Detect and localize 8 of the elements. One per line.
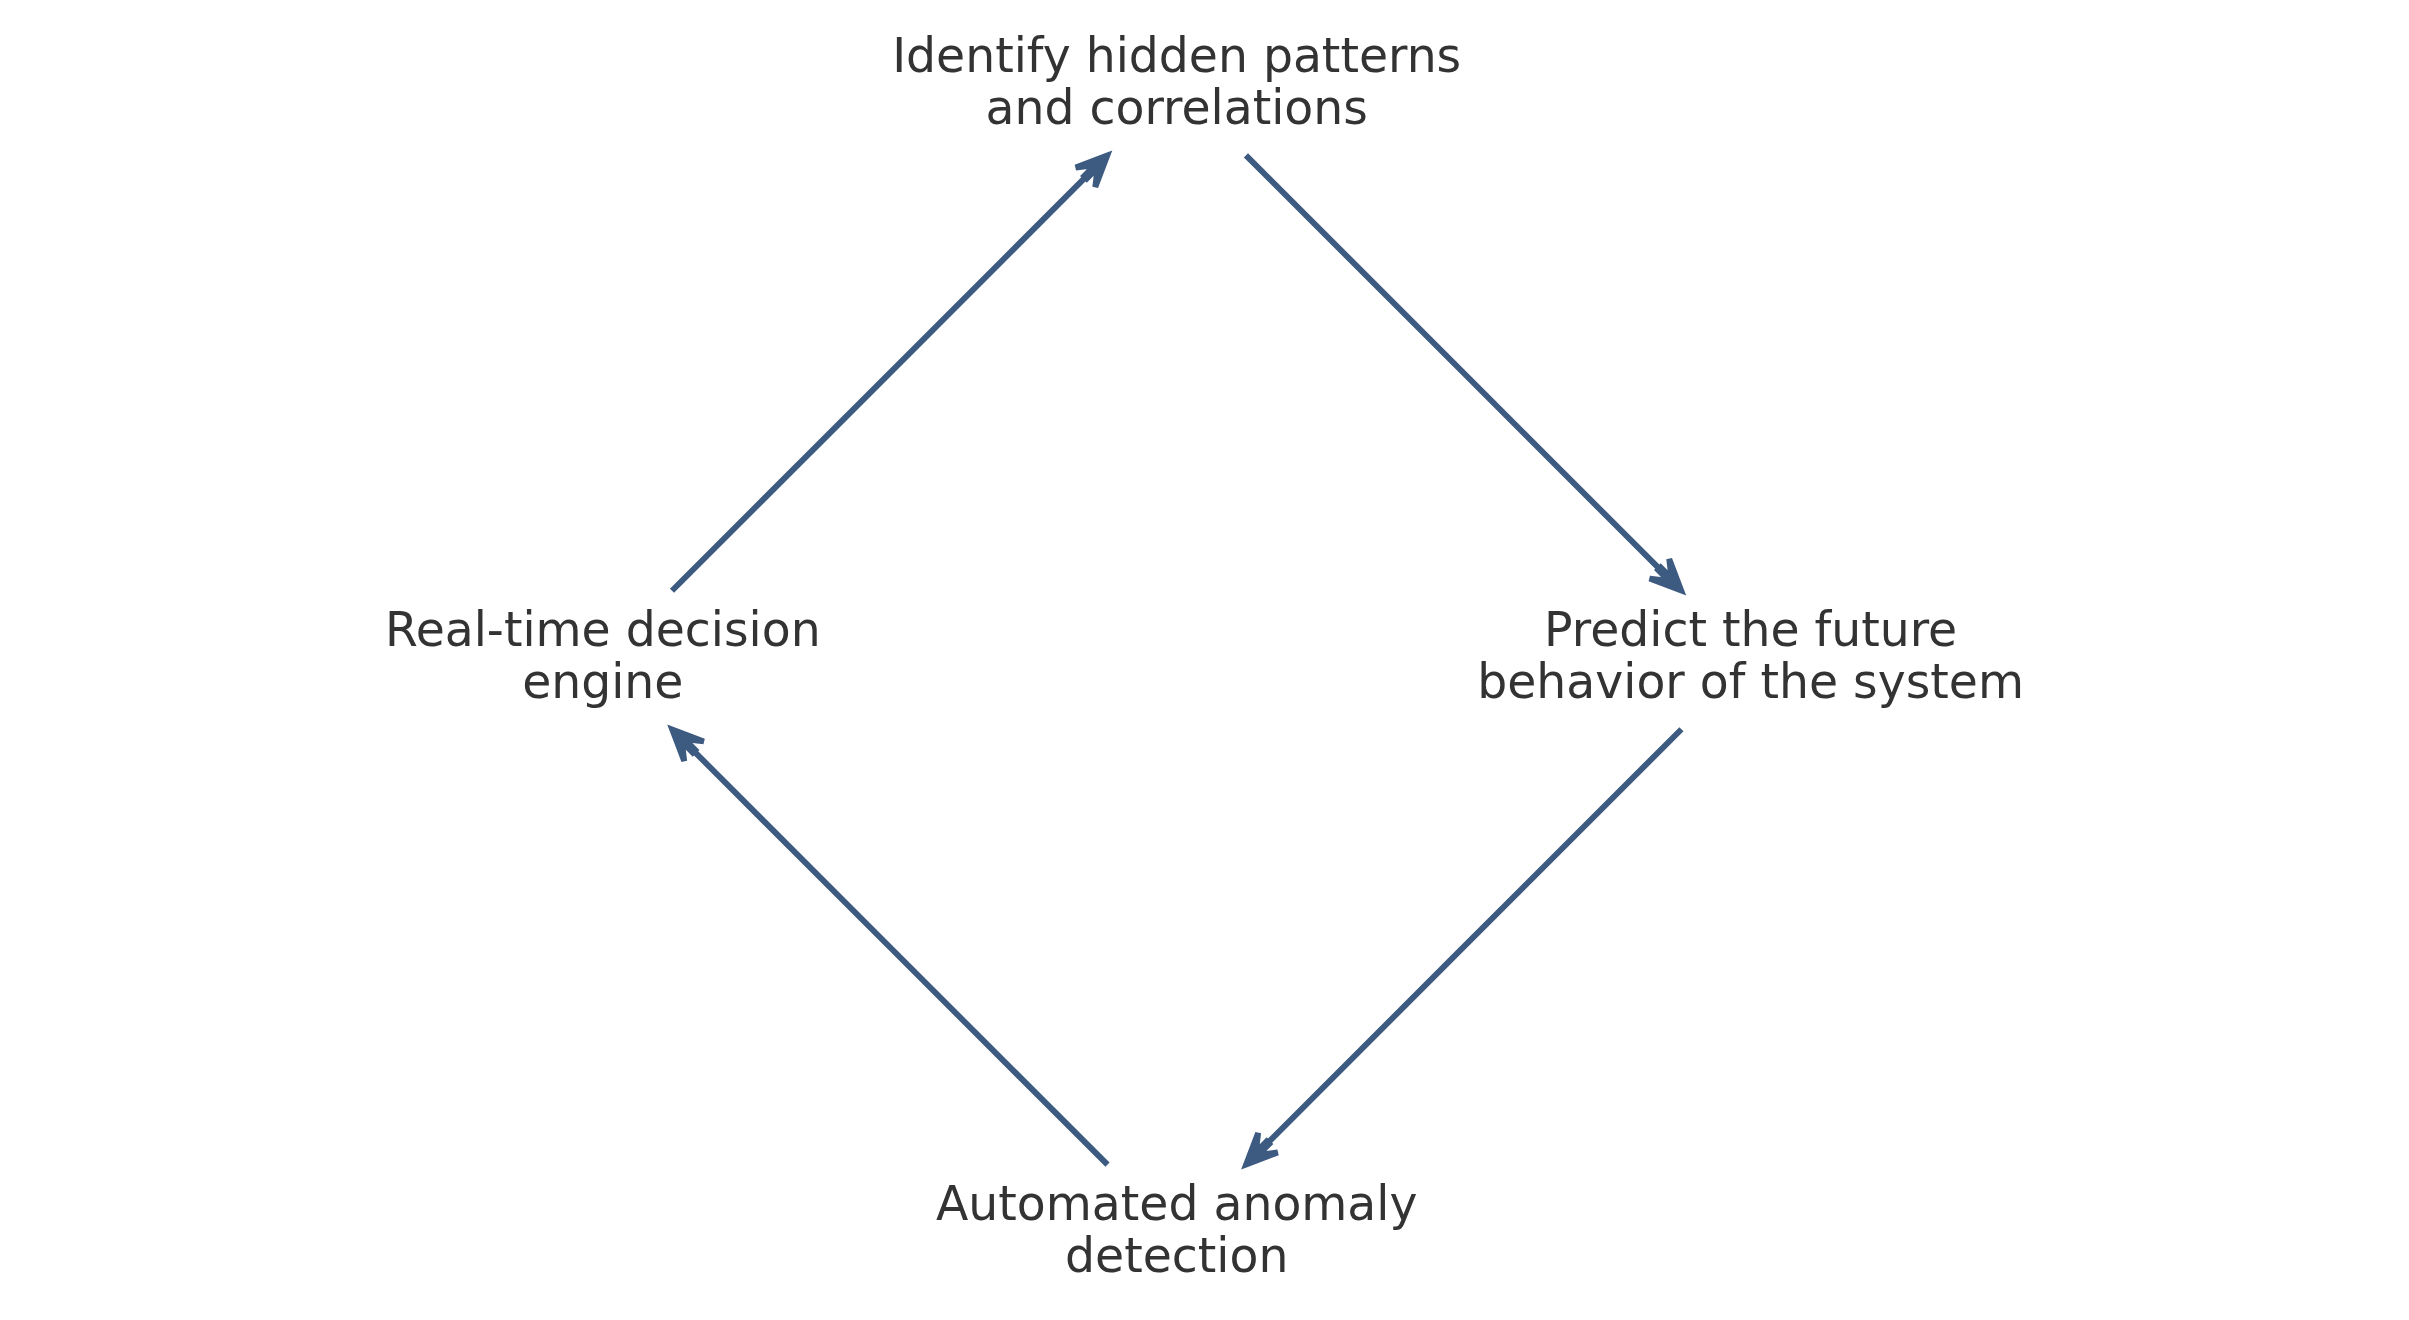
node-text: Predict the future behavior of the system	[1477, 601, 2024, 709]
arrow	[669, 726, 1110, 1167]
node-text: Automated anomaly detection	[935, 1175, 1418, 1283]
node-text: Identify hidden patterns and correlations	[892, 27, 1462, 135]
node-text: Real-time decision engine	[384, 601, 821, 709]
arrow	[1243, 727, 1684, 1168]
arrow	[669, 152, 1111, 593]
arrow	[1243, 153, 1685, 594]
